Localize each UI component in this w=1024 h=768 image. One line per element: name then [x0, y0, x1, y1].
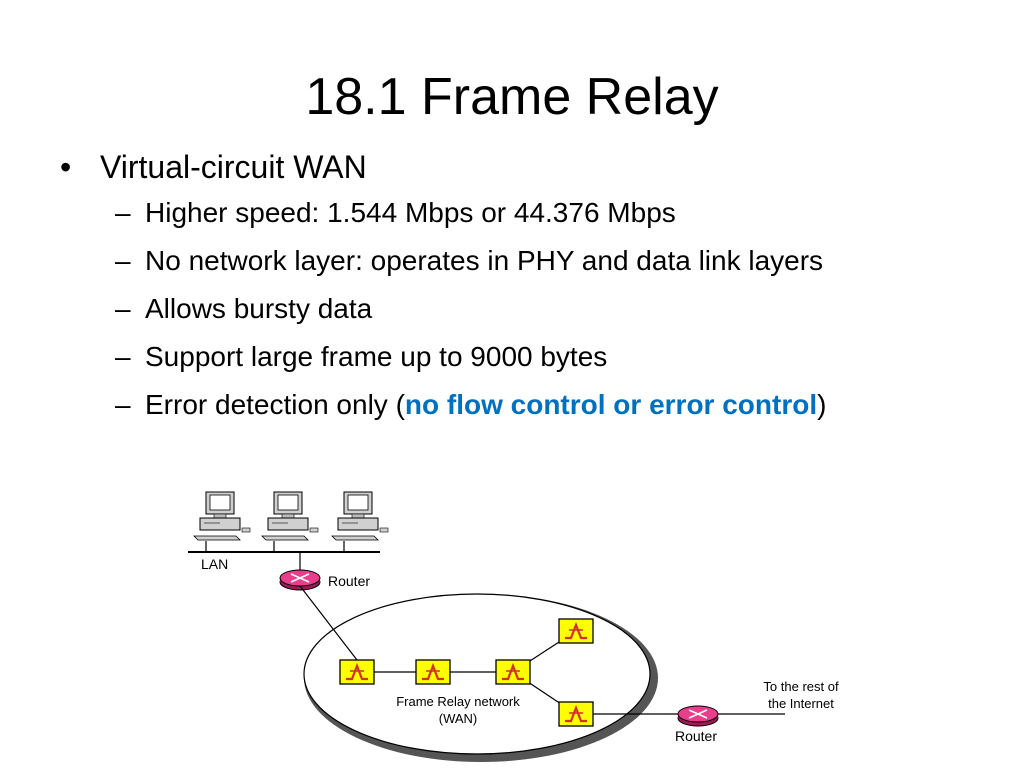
sub-bullet-text: Support large frame up to 9000 bytes	[145, 341, 608, 372]
computer-icon	[331, 491, 389, 541]
sub-bullet-error-detection: – Error detection only (no flow control …	[60, 381, 1000, 429]
sub-bullet-text: No network layer: operates in PHY and da…	[145, 245, 824, 276]
bullet-list: • Virtual-circuit WAN – Higher speed: 1.…	[60, 145, 1000, 429]
network-label-2: (WAN)	[439, 711, 478, 726]
bullet-main-text: Virtual-circuit WAN	[100, 149, 367, 185]
switch-icon	[414, 658, 452, 686]
router-label-bottom: Router	[675, 728, 717, 744]
sub-bullet-text: Allows bursty data	[145, 293, 373, 324]
dash-marker: –	[115, 293, 131, 324]
switch-icon	[557, 617, 595, 645]
computer-icon	[193, 491, 251, 541]
lan-label: LAN	[201, 556, 228, 572]
switch-icon	[494, 658, 532, 686]
switch-icon	[557, 700, 595, 728]
sub-bullet: – Higher speed: 1.544 Mbps or 44.376 Mbp…	[60, 189, 1000, 237]
bullet-main: • Virtual-circuit WAN	[60, 145, 1000, 189]
sub-bullet-text: Error detection only (no flow control or…	[145, 381, 826, 429]
dash-marker: –	[115, 245, 131, 276]
slide-title: 18.1 Frame Relay	[305, 68, 719, 126]
router-icon	[279, 569, 321, 591]
dash-marker: –	[115, 197, 131, 228]
error-highlight: no flow control or error control	[404, 389, 818, 420]
internet-label-2: the Internet	[768, 696, 834, 711]
router-icon	[677, 705, 719, 727]
frame-relay-diagram: LAN Router Frame Relay network (WAN) To …	[188, 491, 839, 762]
sub-bullet: – No network layer: operates in PHY and …	[60, 237, 1000, 285]
bullet-marker: •	[60, 149, 72, 185]
switch-icon	[338, 658, 376, 686]
error-prefix: Error detection only (	[145, 389, 405, 420]
sub-bullet-text: Higher speed: 1.544 Mbps or 44.376 Mbps	[145, 197, 676, 228]
network-label-1: Frame Relay network	[396, 694, 520, 709]
error-suffix: )	[817, 389, 827, 420]
sub-bullet: – Support large frame up to 9000 bytes	[60, 333, 1000, 381]
computer-icon	[261, 491, 319, 541]
router-label-top: Router	[328, 573, 370, 589]
dash-marker: –	[115, 389, 131, 420]
sub-bullet: – Allows bursty data	[60, 285, 1000, 333]
dash-marker: –	[115, 341, 131, 372]
internet-label-1: To the rest of	[763, 679, 839, 694]
